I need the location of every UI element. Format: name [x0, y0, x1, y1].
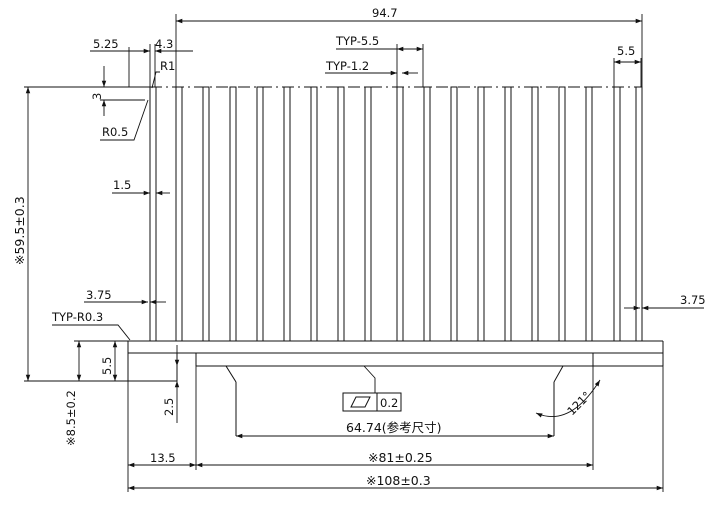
- label-typ-r0-3: TYP-R0.3: [51, 310, 103, 324]
- fin-6: [284, 87, 290, 341]
- label-8-5: ※8.5±0.2: [64, 390, 78, 446]
- fin-18: [614, 87, 620, 341]
- leader-r0-5: [100, 100, 148, 140]
- fin-7: [311, 87, 317, 341]
- label-right-3-75: 3.75: [680, 293, 706, 307]
- label-3: 3: [90, 93, 104, 100]
- fin-2: [176, 87, 182, 341]
- label-right-5-5: 5.5: [617, 44, 635, 58]
- label-59-5: ※59.5±0.3: [12, 196, 27, 265]
- base-plate: [128, 341, 663, 381]
- label-typ-1-2: TYP-1.2: [325, 59, 369, 73]
- flatness-frame: 0.2: [343, 393, 401, 411]
- label-13-5: 13.5: [150, 451, 176, 465]
- leader-typ-r0-3: [52, 325, 130, 340]
- fin-1: [150, 87, 156, 341]
- label-5-25: 5.25: [93, 37, 119, 51]
- fin-5: [257, 87, 263, 341]
- fin-8: [338, 87, 344, 341]
- label-121: 121°: [564, 389, 593, 418]
- fin-10: [397, 87, 403, 341]
- label-81: ※81±0.25: [368, 450, 433, 465]
- label-base-5-5: 5.5: [100, 357, 114, 375]
- label-94-7: 94.7: [372, 6, 398, 20]
- label-4-3: 4.3: [155, 37, 173, 51]
- label-64-74: 64.74(参考尺寸): [346, 420, 442, 435]
- fin-12: [451, 87, 457, 341]
- fin-4: [230, 87, 236, 341]
- flatness-icon: [351, 397, 370, 407]
- label-r1: R1: [160, 59, 175, 73]
- label-2-5: 2.5: [162, 398, 176, 416]
- fin-group: [150, 87, 642, 341]
- fin-15: [532, 87, 538, 341]
- fin-13: [478, 87, 484, 341]
- fin-9: [365, 87, 371, 341]
- label-left-3-75: 3.75: [86, 288, 112, 302]
- flatness-leader: [364, 366, 375, 393]
- label-r0-5: R0.5: [102, 125, 128, 139]
- fin-16: [559, 87, 565, 341]
- leader-r1: [152, 72, 160, 88]
- fin-14: [505, 87, 511, 341]
- fin-17: [586, 87, 592, 341]
- fin-11: [424, 87, 430, 341]
- angle-arc-121: [536, 380, 600, 418]
- flatness-value-label: 0.2: [380, 396, 398, 410]
- fin-3: [203, 87, 209, 341]
- label-108: ※108±0.3: [366, 473, 431, 488]
- fin-19: [636, 87, 642, 341]
- label-1-5: 1.5: [113, 178, 131, 192]
- label-typ-5-5: TYP-5.5: [335, 34, 379, 48]
